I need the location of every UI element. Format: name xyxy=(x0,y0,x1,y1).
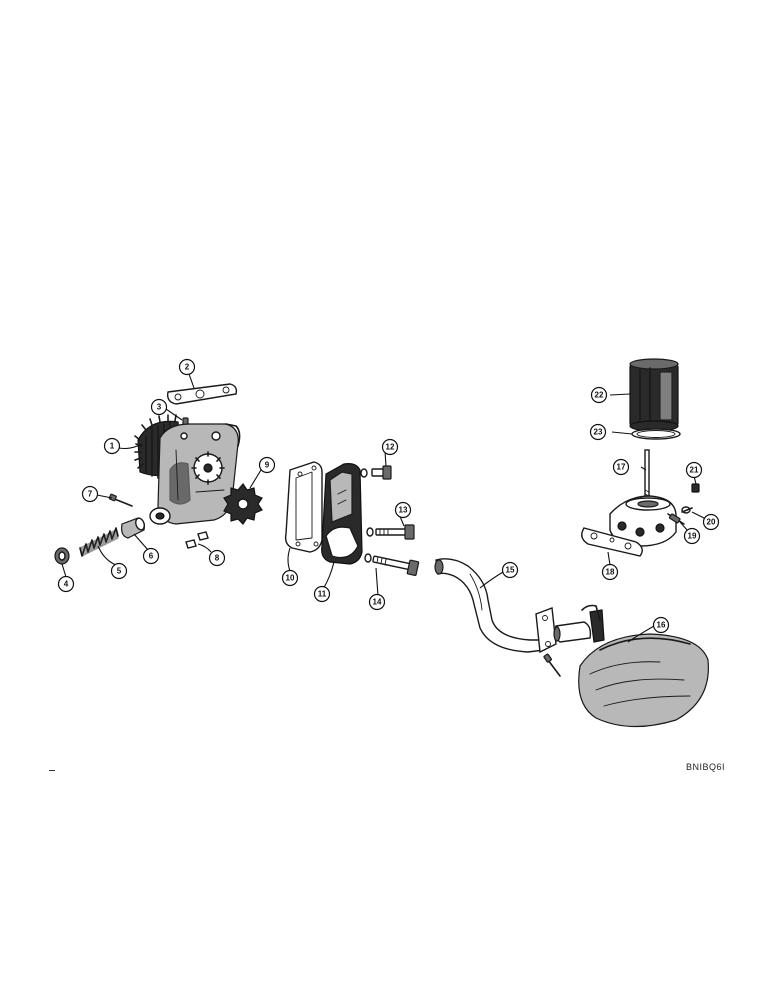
callout-12: 12 xyxy=(381,438,399,456)
callout-18-label: 18 xyxy=(606,568,615,577)
callout-9: 9 xyxy=(258,456,276,474)
callout-19-label: 19 xyxy=(688,532,697,541)
callout-22: 22 xyxy=(590,386,608,404)
figure-reference-code: BNIBQ6I xyxy=(686,762,726,772)
callout-10: 10 xyxy=(281,569,299,587)
callout-22-label: 22 xyxy=(595,391,604,400)
callout-14: 14 xyxy=(368,593,386,611)
callout-9-label: 9 xyxy=(265,461,270,470)
callout-4-label: 4 xyxy=(64,580,69,589)
callout-20: 20 xyxy=(702,513,720,531)
callout-leaders xyxy=(61,373,711,643)
callout-5: 5 xyxy=(110,562,128,580)
callout-18: 18 xyxy=(601,563,619,581)
callout-4: 4 xyxy=(57,575,75,593)
callout-2-label: 2 xyxy=(185,363,190,372)
callout-2: 2 xyxy=(178,358,196,376)
callout-8-label: 8 xyxy=(215,554,220,563)
part-16-oil-screen xyxy=(553,604,709,728)
callout-5-label: 5 xyxy=(117,567,122,576)
callout-15-label: 15 xyxy=(506,566,515,575)
part-21-plug xyxy=(691,483,700,493)
callout-10-label: 10 xyxy=(286,574,295,583)
callout-6: 6 xyxy=(142,547,160,565)
part-7-pin xyxy=(108,493,133,507)
callout-16-label: 16 xyxy=(657,621,666,630)
callout-16: 16 xyxy=(652,616,670,634)
part-19-fitting xyxy=(667,513,685,525)
part-10-cover-gasket xyxy=(284,461,323,553)
part-8-keys xyxy=(185,531,209,549)
part-15-suction-tube xyxy=(434,558,561,677)
callout-19: 19 xyxy=(683,527,701,545)
callout-8: 8 xyxy=(208,549,226,567)
part-2-gasket-plate xyxy=(166,383,238,405)
callout-7: 7 xyxy=(81,485,99,503)
callout-14-label: 14 xyxy=(373,598,382,607)
callout-7-label: 7 xyxy=(88,490,93,499)
callout-23-label: 23 xyxy=(594,428,603,437)
callout-11-label: 11 xyxy=(318,590,327,599)
callout-21: 21 xyxy=(685,461,703,479)
part-20-washer xyxy=(681,506,693,514)
part-17-center-stud xyxy=(644,449,650,497)
callout-1: 1 xyxy=(103,437,121,455)
part-14-bolt xyxy=(364,553,420,576)
callout-15: 15 xyxy=(501,561,519,579)
part-18-base-gasket xyxy=(581,527,643,557)
part-12-bolt xyxy=(360,465,392,480)
part-9-idler-gear xyxy=(223,482,263,525)
part-6-plunger xyxy=(121,517,145,539)
callout-11: 11 xyxy=(313,585,331,603)
callout-12-label: 12 xyxy=(386,443,395,452)
corner-mark xyxy=(49,770,55,771)
callout-21-label: 21 xyxy=(690,466,699,475)
callout-17-label: 17 xyxy=(617,463,626,472)
callout-23: 23 xyxy=(589,423,607,441)
part-11-pump-cover xyxy=(321,463,363,565)
callout-3: 3 xyxy=(150,398,168,416)
callout-17: 17 xyxy=(612,458,630,476)
part-22-filter-element xyxy=(629,358,679,432)
part-5-spring xyxy=(79,527,119,557)
part-1-oil-pump-body xyxy=(134,414,241,525)
callout-13-label: 13 xyxy=(399,506,408,515)
callout-20-label: 20 xyxy=(707,518,716,527)
callout-3-label: 3 xyxy=(157,403,162,412)
callout-13: 13 xyxy=(394,501,412,519)
callout-6-label: 6 xyxy=(149,552,154,561)
part-23-gasket-ring xyxy=(631,428,681,440)
filter-base xyxy=(609,495,677,547)
part-4-cap-nut xyxy=(54,547,70,565)
callout-1-label: 1 xyxy=(110,442,115,451)
part-13-bolt xyxy=(366,524,415,540)
